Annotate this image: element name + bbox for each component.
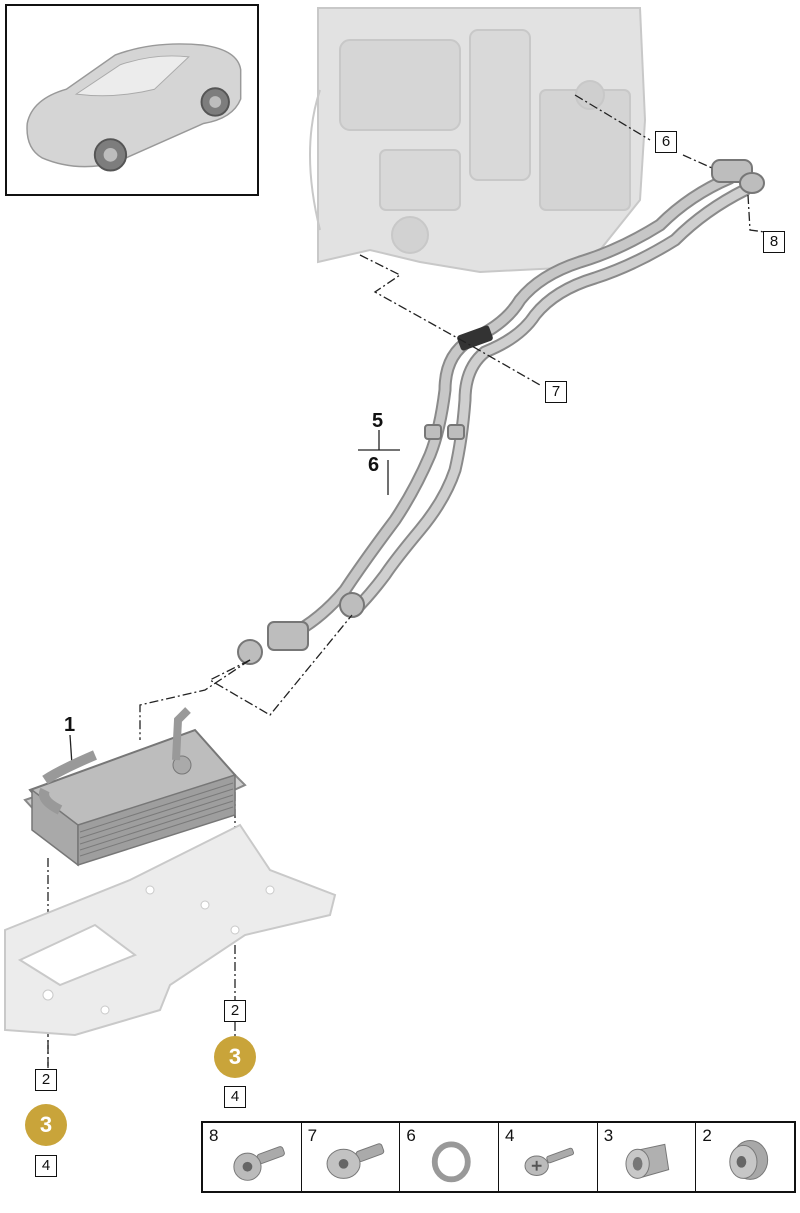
callout-5: 5	[372, 410, 384, 432]
callout-badge-3-left: 3	[25, 1104, 67, 1146]
legend-item-6: 6	[400, 1123, 500, 1191]
bushing-icon	[625, 1143, 669, 1179]
oil-cooler-lines	[283, 171, 752, 642]
callout-box-2-left: 2	[35, 1069, 57, 1091]
vehicle-thumbnail	[5, 4, 259, 196]
oil-cooler	[23, 707, 247, 867]
legend-number: 4	[505, 1126, 515, 1145]
parts-legend: 8 7 6 4 3	[201, 1121, 796, 1193]
callout-6-main: 6	[368, 454, 380, 476]
legend-item-4: 4	[499, 1123, 598, 1191]
legend-item-8: 8	[203, 1123, 302, 1191]
legend-item-3: 3	[598, 1123, 697, 1191]
legend-item-7: 7	[302, 1123, 401, 1191]
pipe-bracket	[457, 325, 493, 351]
callout-badge-3-right: 3	[214, 1036, 256, 1078]
screw-icon	[524, 1147, 575, 1176]
transmission-housing	[309, 7, 647, 274]
legend-number: 2	[702, 1126, 712, 1145]
legend-number: 8	[209, 1126, 219, 1145]
callout-box-8: 8	[763, 231, 785, 253]
callout-box-4-right: 4	[224, 1086, 246, 1108]
mounting-plate	[4, 823, 337, 1037]
callout-1: 1	[64, 714, 76, 736]
legend-number: 6	[406, 1126, 416, 1145]
callout-box-6: 6	[655, 131, 677, 153]
legend-item-2: 2	[696, 1123, 794, 1191]
callout-box-4-left: 4	[35, 1155, 57, 1177]
grommet-icon	[729, 1140, 769, 1180]
legend-number: 3	[603, 1126, 614, 1145]
o-ring-icon	[432, 1141, 472, 1183]
callout-box-7: 7	[545, 381, 567, 403]
pipe-fittings	[237, 159, 765, 665]
torx-bolt-icon	[233, 1146, 285, 1181]
flange-bolt-icon	[326, 1143, 384, 1179]
callout-box-2-right: 2	[224, 1000, 246, 1022]
legend-number: 7	[307, 1126, 318, 1145]
car-icon	[26, 43, 242, 172]
